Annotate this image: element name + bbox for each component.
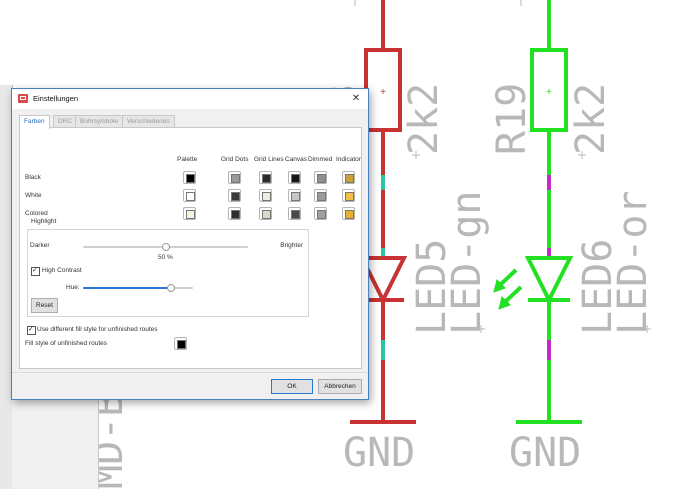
swatch-fill	[345, 174, 354, 183]
fill-style-label: Fill style of unfinished routes	[25, 340, 108, 347]
color-swatch-colored-palette[interactable]	[183, 207, 196, 220]
origin-marks	[354, 0, 651, 333]
swatch-fill	[317, 210, 326, 219]
color-swatch-black-canvas[interactable]	[288, 171, 301, 184]
led-right-name-label: LED6	[575, 239, 621, 335]
swatch-fill	[345, 192, 354, 201]
swatch-fill	[262, 192, 271, 201]
swatch-fill	[291, 192, 300, 201]
col-header-palette: Palette	[177, 156, 198, 163]
brighter-label: Brighter	[280, 242, 303, 249]
swatch-fill	[186, 174, 195, 183]
settings-dialog: Einstellungen ✕ Farben DRC Bohrsymbole V…	[11, 88, 369, 400]
ok-button[interactable]: OK	[271, 379, 313, 394]
high-contrast-label: High Contrast	[42, 267, 82, 274]
swatch-fill	[231, 192, 240, 201]
swatch-fill	[186, 210, 195, 219]
highlight-group-label: Highlight	[31, 218, 57, 225]
color-swatch-colored-dimmed[interactable]	[314, 207, 327, 220]
tab-farben[interactable]: Farben	[19, 115, 50, 129]
color-swatch-white-indicator[interactable]	[342, 189, 355, 202]
swatch-fill	[231, 174, 240, 183]
col-header-canvas: Canvas	[285, 156, 308, 163]
brightness-slider-thumb[interactable]	[161, 243, 170, 251]
high-contrast-checkbox[interactable]	[31, 266, 40, 276]
app-icon	[18, 94, 28, 103]
svg-text:+: +	[380, 87, 386, 98]
unfinished-routes-label: Use different fill style for unfinished …	[37, 326, 158, 333]
hue-label: Hue:	[66, 284, 80, 291]
reset-button[interactable]: Reset	[31, 298, 58, 313]
r-right-name-label: R19	[489, 83, 535, 155]
color-swatch-white-canvas[interactable]	[288, 189, 301, 202]
gnd-right-label: GND	[509, 430, 581, 476]
led-left-value-label: LED-gn	[444, 191, 490, 336]
swatch-fill	[291, 174, 300, 183]
highlight-group: Highlight Darker Brighter 50 % High Cont…	[27, 218, 309, 317]
color-swatch-white-grid-lines[interactable]	[259, 189, 272, 202]
row-label-black: Black	[25, 174, 41, 181]
dialog-separator	[12, 372, 368, 373]
color-swatch-white-dimmed[interactable]	[314, 189, 327, 202]
led-right[interactable]	[524, 256, 574, 305]
color-swatch-black-grid-lines[interactable]	[259, 171, 272, 184]
r-left-value-label: 2k2	[401, 83, 447, 155]
led-left-name-label: LED5	[409, 239, 455, 335]
dialog-title: Einstellungen	[33, 94, 79, 103]
led-right-value-label: LED-or	[610, 191, 656, 336]
dialog-titlebar: Einstellungen ✕	[12, 89, 368, 109]
color-swatch-black-grid-dots[interactable]	[228, 171, 241, 184]
svg-text:+: +	[546, 87, 552, 98]
cancel-button[interactable]: Abbrechen	[318, 379, 362, 394]
swatch-fill	[291, 210, 300, 219]
right-circuit: +	[493, 0, 582, 424]
color-swatch-black-dimmed[interactable]	[314, 171, 327, 184]
color-swatch-colored-indicator[interactable]	[342, 207, 355, 220]
unfinished-routes-checkbox[interactable]	[27, 325, 36, 335]
swatch-fill	[262, 210, 271, 219]
tab-verschiedenes[interactable]: Verschiedenes	[122, 115, 175, 128]
row-label-colored: Colored	[25, 210, 48, 217]
colors-panel: Palette Grid Dots Grid Lines Canvas Dimm…	[19, 127, 362, 369]
light-arrows	[493, 268, 523, 310]
col-header-indicator: Indicator	[336, 156, 361, 163]
swatch-fill	[231, 210, 240, 219]
col-header-grid-dots: Grid Dots	[221, 156, 249, 163]
darker-label: Darker	[30, 242, 50, 249]
led-left[interactable]	[358, 256, 408, 305]
color-swatch-colored-grid-lines[interactable]	[259, 207, 272, 220]
color-swatch-colored-canvas[interactable]	[288, 207, 301, 220]
swatch-fill	[262, 174, 271, 183]
brightness-percent: 50 %	[158, 254, 173, 261]
r-right-value-label: 2k2	[568, 83, 614, 155]
gnd-left-label: GND	[343, 430, 415, 476]
row-label-white: White	[25, 192, 42, 199]
swatch-fill	[317, 192, 326, 201]
hue-slider-thumb[interactable]	[167, 284, 175, 292]
color-swatch-white-palette[interactable]	[183, 189, 196, 202]
swatch-fill	[317, 174, 326, 183]
col-header-dimmed: Dimmed	[308, 156, 333, 163]
color-swatch-colored-grid-dots[interactable]	[228, 207, 241, 220]
swatch-fill	[345, 210, 354, 219]
side-panel	[12, 400, 99, 489]
color-swatch-white-grid-dots[interactable]	[228, 189, 241, 202]
color-swatch-black-indicator[interactable]	[342, 171, 355, 184]
color-swatch-black-palette[interactable]	[183, 171, 196, 184]
fill-style-swatch[interactable]	[174, 337, 187, 350]
swatch-fill	[186, 192, 195, 201]
close-button[interactable]: ✕	[351, 93, 361, 104]
hue-slider-fill	[83, 287, 171, 289]
col-header-grid-lines: Grid Lines	[254, 156, 284, 163]
